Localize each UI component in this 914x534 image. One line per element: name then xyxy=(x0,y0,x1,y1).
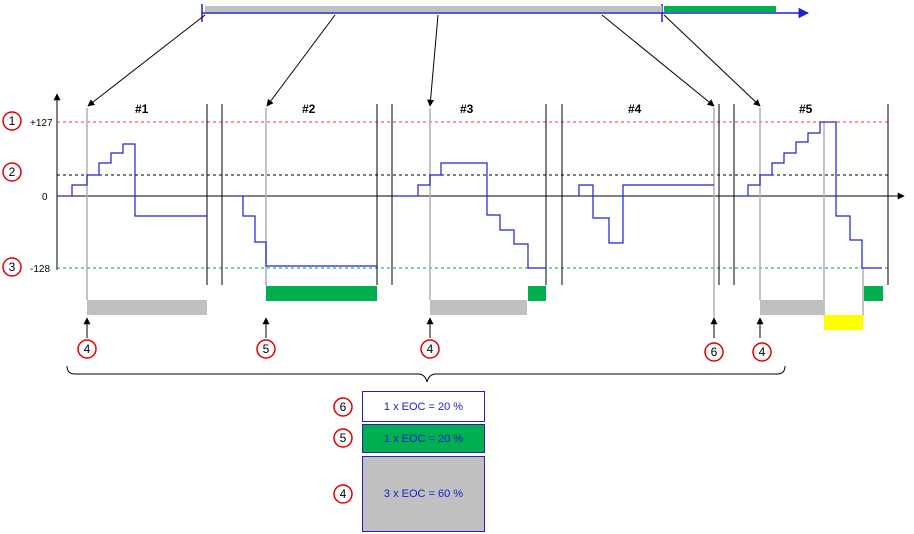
y-label-upper: +127 xyxy=(30,118,53,129)
arrow-to-seg3 xyxy=(427,14,439,107)
legend-marker-5: 5 xyxy=(333,428,353,448)
segment-label-3: #3 xyxy=(460,102,474,116)
marker-6-seg4: 6 xyxy=(704,342,724,362)
arrow-to-seg1 xyxy=(87,14,206,107)
marker-3: 3 xyxy=(2,257,22,277)
marker-5-seg2: 5 xyxy=(256,339,276,359)
marker-4-seg1: 4 xyxy=(77,339,97,359)
legend-text-6: 1 x EOC = 20 % xyxy=(383,400,464,413)
legend-box-5: 1 x EOC = 20 % xyxy=(362,424,485,453)
arrow-to-seg5 xyxy=(663,14,761,107)
segment-label-2: #2 xyxy=(302,102,316,116)
marker-1: 1 xyxy=(2,111,22,131)
svg-text:3: 3 xyxy=(9,260,16,274)
bar-gray-seg5 xyxy=(760,300,823,315)
svg-text:2: 2 xyxy=(9,165,16,179)
bar-gray-seg1 xyxy=(87,300,207,315)
legend-text-5: 1 x EOC = 20 % xyxy=(383,432,464,445)
guide-lines xyxy=(86,108,864,318)
svg-text:4: 4 xyxy=(340,487,347,501)
bar-green-seg2 xyxy=(266,286,377,301)
y-label-zero: 0 xyxy=(42,192,48,203)
signal-seg5 xyxy=(736,121,882,269)
marker-arrows xyxy=(83,317,764,338)
segment-label-5: #5 xyxy=(799,102,813,116)
signal-traces xyxy=(57,121,882,269)
top-timeline xyxy=(201,4,810,22)
svg-text:4: 4 xyxy=(427,342,434,356)
svg-text:6: 6 xyxy=(340,400,347,414)
y-label-lower: -128 xyxy=(30,264,50,275)
bar-green-seg5 xyxy=(864,286,883,301)
marker-4-seg3: 4 xyxy=(420,339,440,359)
signal-seg3 xyxy=(394,162,546,269)
marker-4-seg5: 4 xyxy=(752,342,772,362)
legend-marker-6: 6 xyxy=(333,397,353,417)
segment-label-4: #4 xyxy=(628,102,642,116)
timeline-green-bar xyxy=(664,6,776,12)
legend-box-6: 1 x EOC = 20 % xyxy=(362,391,485,422)
bar-gray-seg3 xyxy=(430,300,527,315)
svg-text:6: 6 xyxy=(711,345,718,359)
bar-yellow-seg5 xyxy=(824,315,863,330)
segment-separators xyxy=(206,104,889,285)
bar-green-seg3 xyxy=(528,286,546,301)
svg-text:5: 5 xyxy=(340,431,347,445)
svg-text:5: 5 xyxy=(263,342,270,356)
legend-marker-4: 4 xyxy=(333,484,353,504)
legend-text-4: 3 x EOC = 60 % xyxy=(383,488,464,500)
arrow-to-seg2 xyxy=(266,14,336,107)
legend-box-4: 3 x EOC = 60 % xyxy=(362,456,485,532)
svg-text:1: 1 xyxy=(9,114,16,128)
arrow-to-seg4 xyxy=(601,14,715,107)
summary-brace xyxy=(66,365,786,383)
signal-seg1 xyxy=(57,143,207,217)
marker-2: 2 xyxy=(2,162,22,182)
result-bars xyxy=(87,286,883,330)
axes xyxy=(53,93,905,270)
svg-text:4: 4 xyxy=(84,342,91,356)
timeline-gray-bar xyxy=(205,6,662,12)
svg-text:4: 4 xyxy=(759,345,766,359)
signal-seg2 xyxy=(237,195,377,267)
segment-label-1: #1 xyxy=(135,102,149,116)
timeline-arrows xyxy=(87,14,761,107)
signal-seg4 xyxy=(578,184,714,244)
